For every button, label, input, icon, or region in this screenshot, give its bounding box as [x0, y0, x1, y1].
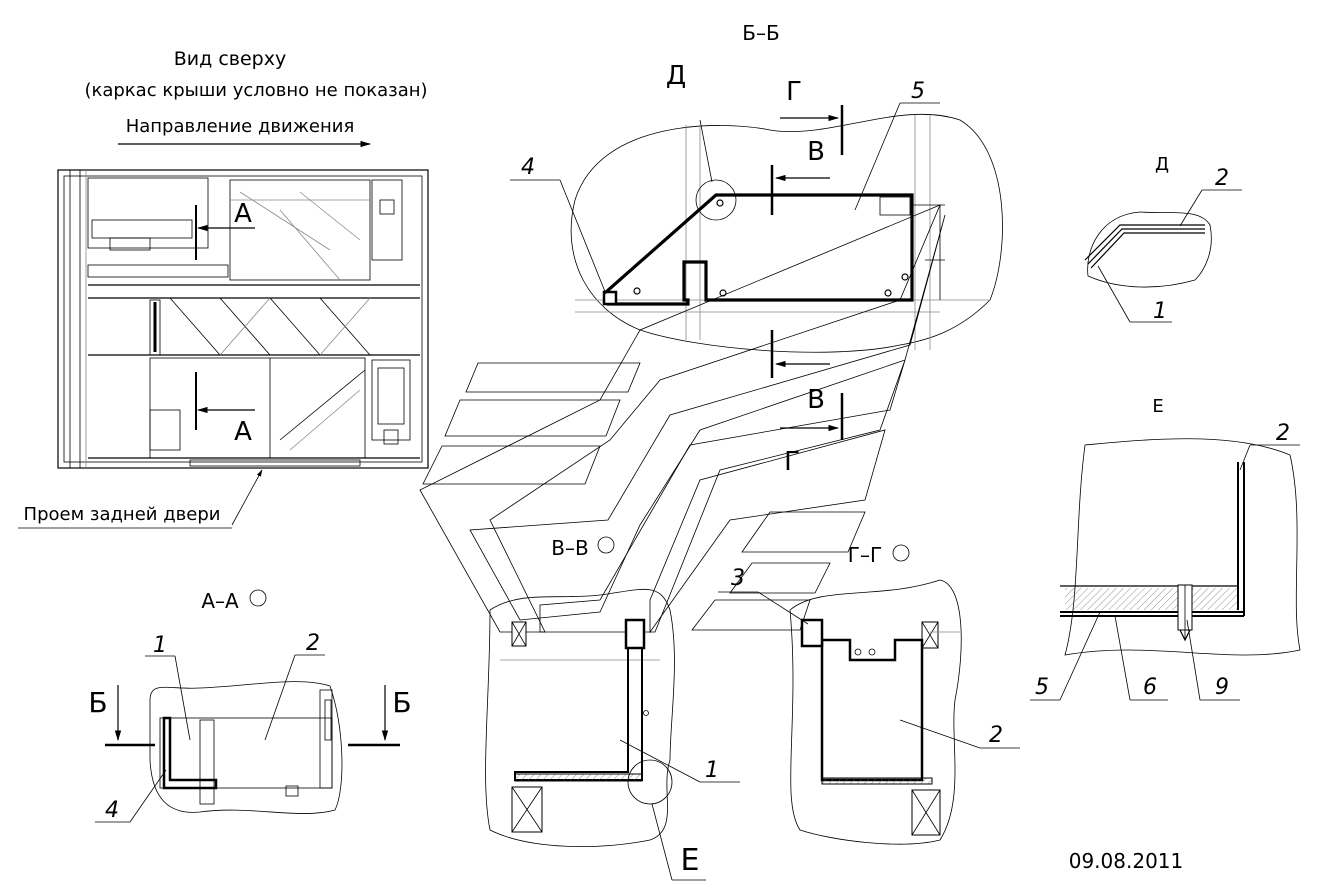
section-gg: Г–Г 2 3 [718, 543, 1020, 845]
pos-5-bb: 5 [911, 79, 925, 104]
pos-2-e: 2 [1276, 421, 1290, 446]
section-gg-title: Г–Г [848, 543, 882, 567]
callout-circle-e [627, 759, 673, 805]
detail-e-title: Е [1152, 396, 1163, 417]
mark-g-top: Г [786, 77, 802, 107]
view-marker-a-top: А [234, 199, 252, 229]
projection-bands [419, 204, 946, 634]
callout-d-label: Д [666, 61, 686, 91]
section-bb-title: Б–Б [742, 21, 779, 45]
mark-b-right: Б [392, 686, 411, 719]
mark-v-bottom: В [807, 385, 825, 415]
section-vv-title: В–В [551, 536, 588, 560]
bus-frame-plan [57, 169, 429, 469]
pos-1-d: 1 [1153, 299, 1167, 324]
pos-1-vv: 1 [705, 758, 719, 783]
drawing-date: 09.08.2011 [1069, 849, 1184, 873]
section-aa-title: А–А [201, 589, 239, 613]
top-view-subtitle: (каркас крыши условно не показан) [84, 80, 427, 101]
pos-3-gg: 3 [731, 566, 745, 591]
callout-e-label: Е [681, 843, 700, 878]
pos-5-e: 5 [1035, 675, 1049, 700]
view-marker-a-bottom: А [234, 417, 252, 447]
section-bb: Б–Б Д Г В В Г [510, 21, 1003, 477]
bracket-part-2 [820, 638, 924, 782]
pos-1-aa: 1 [153, 633, 167, 658]
pos-4-aa: 4 [105, 798, 119, 823]
callout-circle-d [695, 179, 737, 221]
mark-b-left: Б [88, 686, 107, 719]
pos-4-bb: 4 [521, 155, 535, 180]
pos-6-e: 6 [1143, 675, 1157, 700]
top-view: Вид сверху (каркас крыши условно не пока… [18, 48, 429, 529]
door-label: Проем задней двери [24, 504, 221, 525]
detail-e: Е 2 5 6 9 [1030, 396, 1301, 701]
bracket-part-4 [162, 716, 218, 790]
mark-g-bottom: Г [784, 447, 800, 477]
pos-2-d: 2 [1215, 166, 1229, 191]
bracket-part-5 [604, 193, 914, 306]
bracket-part-1 [514, 621, 643, 781]
direction-label: Направление движения [126, 116, 355, 137]
detail-d: Д 2 1 [1084, 154, 1242, 324]
top-view-title: Вид сверху [174, 48, 286, 70]
mark-v-top: В [807, 137, 825, 167]
detail-d-title: Д [1155, 154, 1169, 175]
door-leader [231, 469, 263, 526]
pos-2-aa: 2 [306, 631, 320, 656]
section-aa: А–А Б Б 1 2 4 [88, 589, 411, 823]
pos-2-gg: 2 [989, 723, 1003, 748]
pos-9-e: 9 [1215, 675, 1229, 700]
section-vv: В–В Е 1 [485, 536, 740, 881]
